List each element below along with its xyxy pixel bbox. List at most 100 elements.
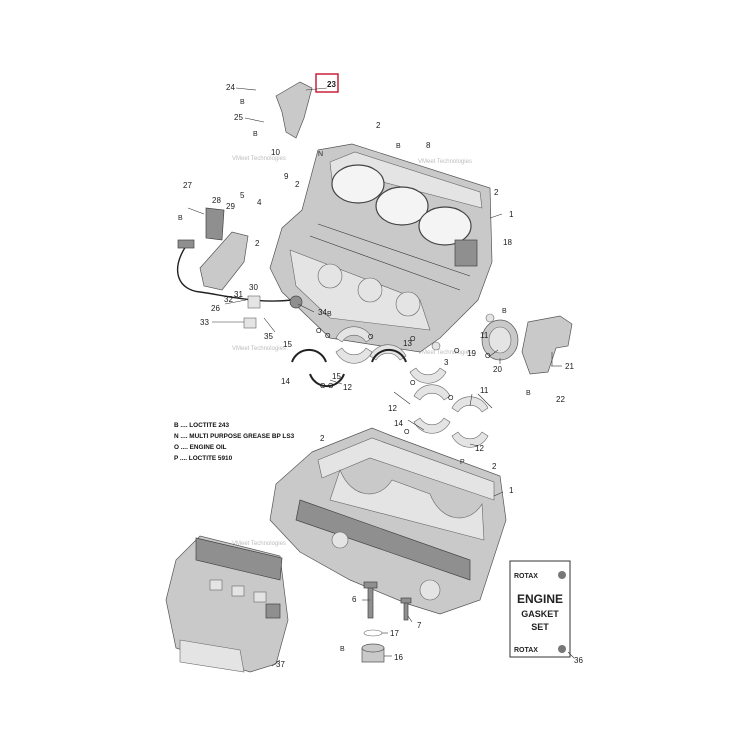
main-bearings	[291, 326, 489, 448]
callout-29: 29	[226, 202, 235, 211]
callout-1: 1	[509, 210, 514, 219]
legend-item: P .... LOCTITE 5910	[174, 455, 233, 462]
symbol-p: P	[460, 459, 465, 466]
callout-14: 14	[281, 377, 290, 386]
symbol-b: B	[240, 99, 245, 106]
leader-lines	[187, 87, 575, 667]
callout-32: 32	[224, 295, 233, 304]
callout-15: 15	[283, 340, 292, 349]
symbol-o: O	[316, 328, 322, 335]
callout-28: 28	[212, 196, 221, 205]
callout-3: 3	[444, 358, 449, 367]
legend-item: O .... ENGINE OIL	[174, 444, 227, 451]
symbol-b: B	[340, 646, 345, 653]
callout-17: 17	[390, 629, 399, 638]
callout-15: 15	[332, 372, 341, 381]
callout-11: 11	[480, 386, 489, 395]
symbol-o: O	[410, 336, 416, 343]
watermark-text: VMeet Technologies	[232, 541, 286, 547]
callout-7: 7	[417, 621, 422, 630]
sensor-bracket-assembly	[176, 207, 303, 329]
drain-bolts-and-plug	[361, 581, 412, 663]
symbol-o: O	[368, 334, 374, 341]
symbol-o: O	[448, 395, 454, 402]
complete-engine-image	[165, 535, 289, 673]
callout-11: 11	[480, 331, 489, 340]
callout-19: 19	[467, 349, 476, 358]
brand-logo-icon	[558, 571, 566, 579]
callout-2: 2	[492, 462, 497, 471]
callout-20: 20	[493, 365, 502, 374]
callout-25: 25	[234, 113, 243, 122]
symbol-o: O	[410, 380, 416, 387]
callout-36: 36	[574, 656, 583, 665]
symbol-b: B	[253, 131, 258, 138]
callout-2: 2	[494, 188, 499, 197]
kit-title: ENGINE	[517, 592, 563, 606]
legend-item: N .... MULTI PURPOSE GREASE BP LS3	[174, 433, 295, 440]
material-symbols: B B B N B B B B B P O O O O O O O O O O …	[178, 99, 531, 653]
callout-34: 34	[318, 308, 327, 317]
watermark-text: VMeet Technologies	[418, 350, 472, 356]
lower-crankcase	[269, 427, 507, 615]
callout-2: 2	[255, 239, 260, 248]
callout-23: 23	[327, 80, 336, 89]
kit-line2: GASKET	[521, 609, 559, 619]
callout-12: 12	[475, 444, 484, 453]
legend: B .... LOCTITE 243 N .... MULTI PURPOSE …	[174, 422, 295, 462]
watermark-text: VMeet Technologies	[232, 156, 286, 162]
kit-line3: SET	[531, 622, 549, 632]
callout-9: 9	[284, 172, 289, 181]
callout-22: 22	[556, 395, 565, 404]
symbol-o: O	[325, 333, 331, 340]
callout-12: 12	[343, 383, 352, 392]
upper-crankcase	[269, 143, 493, 353]
symbol-b: B	[178, 215, 183, 222]
callout-31: 31	[234, 290, 243, 299]
callout-12: 12	[388, 404, 397, 413]
watermark-text: VMeet Technologies	[232, 346, 286, 352]
callout-2: 2	[320, 434, 325, 443]
brand-logo-icon	[558, 645, 566, 653]
callout-21: 21	[565, 362, 574, 371]
watermark-text: VMeet Technologies	[418, 159, 472, 165]
callout-13: 13	[403, 339, 412, 348]
callout-14: 14	[394, 419, 403, 428]
symbol-o: O	[320, 383, 326, 390]
symbol-b: B	[396, 143, 401, 150]
callout-10: 10	[271, 148, 280, 157]
engine-mount-bracket	[275, 73, 339, 139]
symbol-b: B	[327, 311, 332, 318]
callout-4: 4	[257, 198, 262, 207]
callout-30: 30	[249, 283, 258, 292]
callouts: 23 1 1 2 2 2 2 2 2 3 4 5 6 7 8 9 10 11 1…	[183, 80, 583, 669]
symbol-b: B	[502, 308, 507, 315]
symbol-o: O	[454, 348, 460, 355]
callout-26: 26	[211, 304, 220, 313]
highlight-box-23	[315, 73, 339, 93]
end-cover-and-bracket	[431, 313, 573, 375]
symbol-o: O	[485, 353, 491, 360]
callout-5: 5	[240, 191, 245, 200]
callout-27: 27	[183, 181, 192, 190]
engine-gasket-set-card: ROTAX ENGINE GASKET SET ROTAX	[509, 560, 571, 658]
callout-18: 18	[503, 238, 512, 247]
callout-35: 35	[264, 332, 273, 341]
symbol-b: B	[526, 390, 531, 397]
symbol-n: N	[318, 151, 323, 158]
callout-37: 37	[276, 660, 285, 669]
legend-item: B .... LOCTITE 243	[174, 422, 229, 429]
symbol-o: O	[404, 429, 410, 436]
kit-brand-bottom: ROTAX	[514, 647, 538, 654]
callout-8: 8	[426, 141, 431, 150]
callout-1: 1	[509, 486, 514, 495]
callout-16: 16	[394, 653, 403, 662]
callout-6: 6	[352, 595, 357, 604]
callout-2: 2	[295, 180, 300, 189]
callout-33: 33	[200, 318, 209, 327]
kit-brand-top: ROTAX	[514, 573, 538, 580]
callout-24: 24	[226, 83, 235, 92]
callout-2: 2	[376, 121, 381, 130]
symbol-o: O	[328, 383, 334, 390]
